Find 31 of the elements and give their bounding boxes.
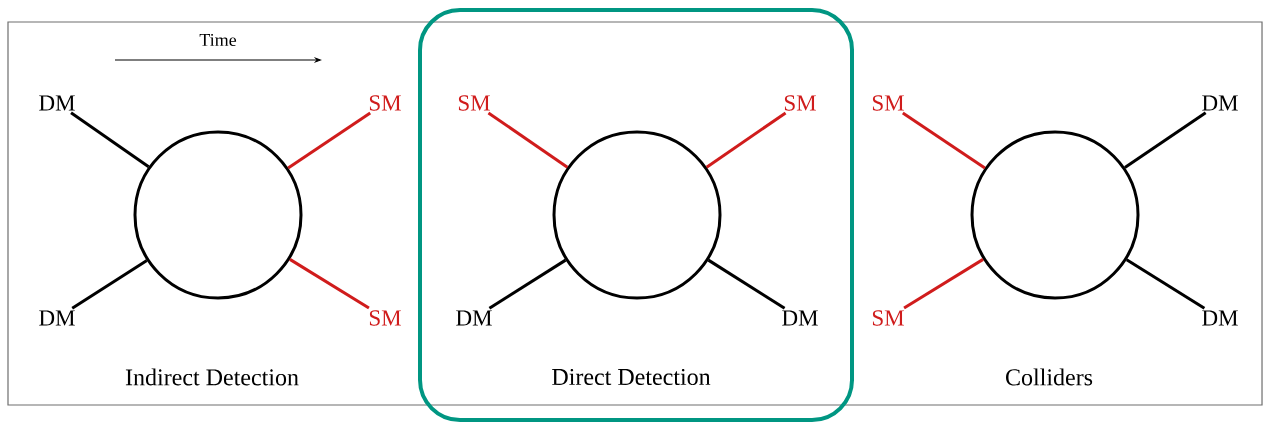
particle-label: DM	[39, 95, 75, 111]
vertex-circle	[552, 130, 722, 300]
propagator-line	[287, 111, 372, 170]
particle-label: DM	[1202, 310, 1238, 326]
particle-label: SM	[872, 310, 904, 326]
particle-label: SM	[458, 95, 490, 111]
particle-label: SM	[872, 95, 904, 111]
propagator-line	[705, 111, 787, 169]
vertex-circle	[133, 130, 303, 300]
propagator-line	[1125, 258, 1206, 310]
propagator-line	[289, 258, 370, 310]
propagator-line	[488, 258, 567, 310]
propagator-line	[71, 259, 148, 310]
propagator-line	[487, 111, 569, 169]
particle-label: SM	[784, 95, 816, 111]
node-label: Direct Detection	[552, 368, 711, 386]
particle-label: SM	[369, 310, 401, 326]
particle-label: SM	[369, 95, 401, 111]
axis-label: Time	[199, 33, 237, 47]
propagator-line	[901, 111, 986, 170]
propagator-line	[70, 111, 150, 168]
propagator-line	[1124, 111, 1207, 169]
particle-label: DM	[456, 310, 492, 326]
node-label: Indirect Detection	[125, 368, 299, 386]
particle-label: DM	[39, 310, 75, 326]
vertex-circle	[970, 130, 1140, 300]
node-label: Colliders	[1006, 368, 1093, 386]
particle-label: DM	[1202, 95, 1238, 111]
propagator-line	[903, 258, 984, 310]
particle-label: DM	[782, 310, 818, 326]
propagator-line	[707, 258, 786, 310]
